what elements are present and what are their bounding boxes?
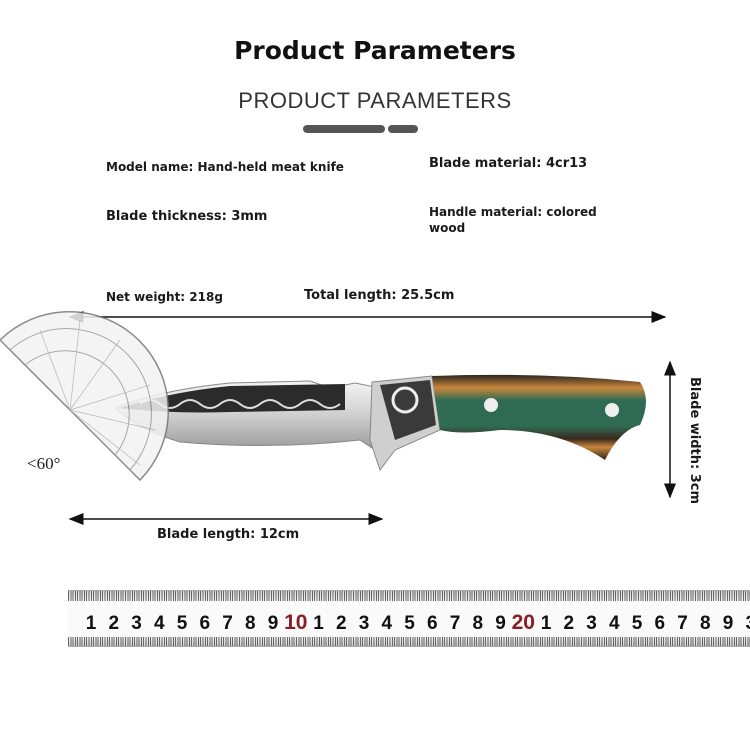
ruler-label: 9 xyxy=(722,613,734,634)
ruler-label: 8 xyxy=(699,613,711,634)
ruler-label: 6 xyxy=(426,613,438,634)
spec-handle-material-line1: Handle material: colored xyxy=(429,205,597,219)
ruler-label: 9 xyxy=(495,613,506,634)
ruler-label: 2 xyxy=(108,613,120,634)
knife-image xyxy=(114,374,646,472)
ruler-label: 1 xyxy=(85,613,97,634)
ruler-label: 6 xyxy=(199,613,211,634)
ruler-label: 5 xyxy=(631,613,643,634)
spec-model-name: Model name: Hand-held meat knife xyxy=(106,160,344,174)
spec-net-weight: Net weight: 218g xyxy=(106,290,223,304)
ruler-label: 5 xyxy=(176,613,188,634)
spec-blade-length: Blade length: 12cm xyxy=(157,527,300,542)
protractor-image xyxy=(0,311,169,482)
ruler-label: 4 xyxy=(381,613,393,634)
ruler-ticks-bottom xyxy=(68,637,750,646)
ruler-label: 1 xyxy=(540,613,552,634)
ruler-label: 20 xyxy=(511,611,535,634)
ruler-label: 3 xyxy=(745,613,750,635)
ruler-label: 7 xyxy=(677,613,688,634)
ruler-label: 5 xyxy=(404,613,415,634)
page-title: Product Parameters xyxy=(234,36,516,65)
ruler-label: 3 xyxy=(131,613,142,634)
ruler-label: 8 xyxy=(472,613,484,634)
spec-handle-material: Handle material: colored wood xyxy=(429,204,597,236)
decorative-bar-short xyxy=(388,125,418,133)
ruler-label: 4 xyxy=(608,613,620,634)
spec-total-length: Total length: 25.5cm xyxy=(304,288,455,303)
ruler-label: 8 xyxy=(244,613,256,634)
ruler-label: 10 xyxy=(284,611,308,634)
ruler-label: 7 xyxy=(222,613,233,634)
spec-handle-material-line2: wood xyxy=(429,221,466,235)
ruler-label: 3 xyxy=(586,613,597,634)
ruler-label: 7 xyxy=(449,613,461,634)
decorative-bar-long xyxy=(303,125,385,133)
ruler-ticks-top xyxy=(68,591,750,601)
spec-blade-thickness: Blade thickness: 3mm xyxy=(106,209,268,224)
ruler-label: 1 xyxy=(313,613,324,634)
ruler-label: 6 xyxy=(654,613,666,634)
page-subtitle: PRODUCT PARAMETERS xyxy=(238,88,512,113)
ruler: 12345678910123456789201234567893 xyxy=(68,590,750,647)
ruler-label: 2 xyxy=(563,613,575,634)
ruler-label: 3 xyxy=(358,613,370,634)
angle-label: <60° xyxy=(27,454,61,473)
ruler-label: 2 xyxy=(335,613,347,634)
ruler-label: 9 xyxy=(267,613,279,634)
ruler-label: 4 xyxy=(153,613,165,634)
spec-blade-material: Blade material: 4cr13 xyxy=(429,156,588,171)
